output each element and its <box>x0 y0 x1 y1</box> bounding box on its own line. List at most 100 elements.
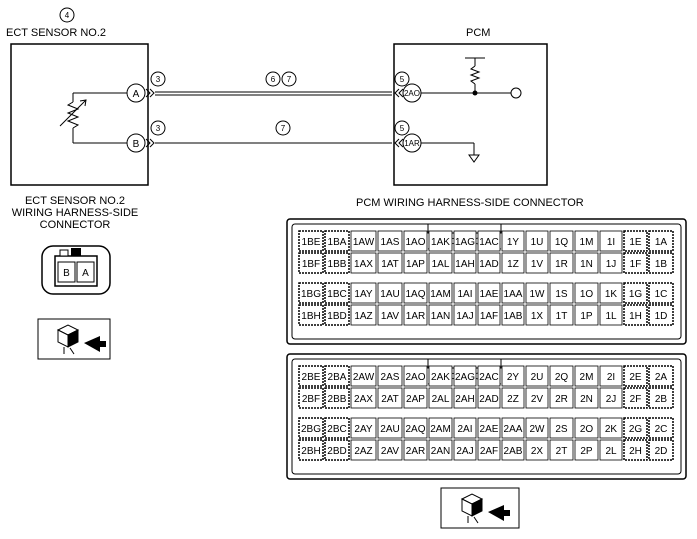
pcm-terminal-1ar: 1AR <box>402 133 422 153</box>
pcm-pin-cell <box>599 387 623 409</box>
pcm-pin-label: 2AI <box>457 424 472 435</box>
pcm-pin-cell <box>377 387 403 409</box>
pcm-pin-label: 1O <box>580 289 594 300</box>
pcm-terminal-2ao: 2AO <box>402 83 422 103</box>
pcm-pin-label: 2AM <box>430 424 451 435</box>
pcm-pin-cell <box>428 304 453 326</box>
pcm-pin-label: 1B <box>655 259 668 270</box>
sensor-connector-title-line2: WIRING HARNESS-SIDE <box>11 207 139 219</box>
pcm-pin-label: 2AQ <box>405 424 425 435</box>
pcm-connector-title: PCM WIRING HARNESS-SIDE CONNECTOR <box>356 197 584 209</box>
pcm-pin-label: 2L <box>605 446 617 457</box>
pcm-pin-cell <box>549 365 574 387</box>
pcm-pin-label: 2U <box>531 372 544 383</box>
pcm-pin-cell <box>599 365 623 387</box>
pcm-title: PCM <box>466 27 491 39</box>
pcm-pin-label: 2AP <box>406 394 425 405</box>
pcm-pin-cell <box>648 304 674 326</box>
sensor-terminal-b-label: B <box>133 139 140 150</box>
pcm-pin-label: 2AC <box>479 372 498 383</box>
pcm-pin-label: 2S <box>555 424 568 435</box>
pcm-pin-label: 1AC <box>479 237 498 248</box>
sensor-connector-pin-a: A <box>82 268 89 279</box>
pcm-pin-label: 1K <box>605 289 618 300</box>
pcm-pin-cell <box>403 417 428 439</box>
sensor-terminal-a-label: A <box>133 89 140 100</box>
pcm-pin-label: 1H <box>629 311 642 322</box>
ref-top-mid-1-text: 6 <box>271 75 276 84</box>
pcm-pin-cell <box>377 282 403 304</box>
pcm-pin-cell <box>377 252 403 274</box>
pcm-pin-cell <box>403 387 428 409</box>
pcm-terminal-1ar-label: 1AR <box>404 139 420 148</box>
pcm-pin-cell <box>453 365 477 387</box>
pcm-pin-cell <box>324 417 350 439</box>
pcm-pin-label: 2AU <box>380 424 399 435</box>
pcm-pin-label: 1D <box>655 311 668 322</box>
pcm-pin-label: 2AH <box>455 394 474 405</box>
pcm-pin-label: 2AK <box>431 372 450 383</box>
pcm-terminal-2ao-label: 2AO <box>404 89 420 98</box>
sensor-connector-pin-b: B <box>63 268 70 279</box>
pcm-pin-cell <box>377 304 403 326</box>
pcm-pin-label: 2AO <box>405 372 425 383</box>
pcm-pin-label: 1A <box>655 237 668 248</box>
pcm-pin-cell <box>350 252 377 274</box>
pcm-pin-cell <box>350 230 377 252</box>
pcm-pin-cell <box>574 387 599 409</box>
pcm-pin-label: 2Z <box>507 394 519 405</box>
pcm-pin-label: 2G <box>629 424 643 435</box>
pcm-pin-cell <box>324 230 350 252</box>
pcm-pin-label: 2F <box>630 394 642 405</box>
pcm-pin-cell <box>403 230 428 252</box>
pcm-pin-cell <box>574 365 599 387</box>
pcm-pin-cell <box>648 387 674 409</box>
sensor-box <box>10 43 149 186</box>
pcm-pin-cell <box>525 252 549 274</box>
pcm-pin-label: 1AV <box>381 311 399 322</box>
pcm-pin-cell <box>350 439 377 461</box>
pcm-internal-circuit <box>421 57 511 94</box>
pcm-pin-label: 1AE <box>480 289 499 300</box>
pcm-pin-label: 1AG <box>455 237 475 248</box>
pcm-pin-label: 1S <box>555 289 568 300</box>
pcm-pin-label: 2AR <box>406 446 425 457</box>
pcm-pin-label: 2AB <box>504 446 523 457</box>
pcm-pin-label: 2AX <box>354 394 373 405</box>
pcm-pin-cell <box>453 439 477 461</box>
pcm-pin-label: 2AZ <box>354 446 372 457</box>
pcm-pin-cell <box>599 252 623 274</box>
pcm-pin-label: 2E <box>629 372 642 383</box>
pcm-pin-cell <box>549 439 574 461</box>
pcm-pin-label: 1AU <box>380 289 399 300</box>
pcm-pin-label: 2AE <box>480 424 499 435</box>
pcm-pin-label: 2J <box>606 394 617 405</box>
pcm-pin-label: 2I <box>607 372 615 383</box>
pcm-pin-label: 2P <box>580 446 593 457</box>
pcm-junction-dot <box>472 90 478 96</box>
pcm-pin-cell <box>428 365 453 387</box>
pcm-pin-label: 1BC <box>327 289 346 300</box>
pcm-pin-label: 2T <box>556 446 568 457</box>
pcm-pin-label: 1AY <box>354 289 372 300</box>
pcm-pin-label: 1AP <box>406 259 425 270</box>
pcm-pin-cell <box>623 282 648 304</box>
pcm-pin-label: 1R <box>555 259 568 270</box>
ground-icon <box>421 142 480 163</box>
pcm-block-inner-housing <box>291 358 682 475</box>
pcm-pin-cell <box>549 387 574 409</box>
pcm-pin-cell <box>501 387 525 409</box>
pcm-pin-cell <box>648 365 674 387</box>
pcm-pin-label: 2BD <box>327 446 346 457</box>
pcm-pin-cell <box>377 417 403 439</box>
pcm-pin-cell <box>350 387 377 409</box>
pcm-pin-cell <box>377 439 403 461</box>
pcm-pin-cell <box>648 230 674 252</box>
ref-top-mid-2: 7 <box>281 71 297 87</box>
pcm-pin-cell <box>623 387 648 409</box>
pcm-pin-label: 1AW <box>353 237 375 248</box>
ref-bottom-left-text: 3 <box>156 124 161 133</box>
pcm-pin-cell <box>403 282 428 304</box>
pcm-pin-label: 2AW <box>353 372 375 383</box>
